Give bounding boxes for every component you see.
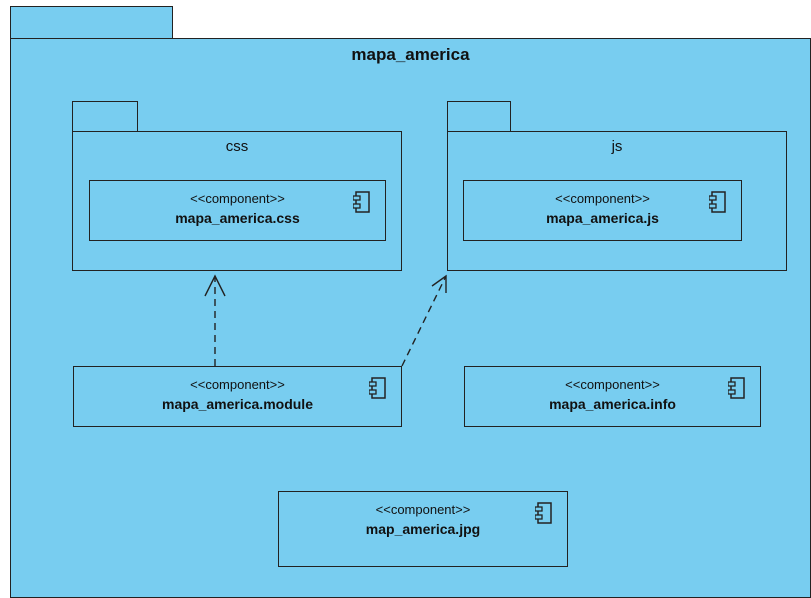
package-tab-js xyxy=(447,101,511,133)
package-css-title: css xyxy=(225,138,249,155)
package-title: mapa_america xyxy=(351,45,470,64)
package-js-title: js xyxy=(611,138,623,155)
component-stereotype: <<component>> xyxy=(190,191,285,206)
component-stereotype: <<component>> xyxy=(555,191,650,206)
component-icon xyxy=(369,377,386,399)
component-stereotype: <<component>> xyxy=(565,377,660,392)
component-stereotype: <<component>> xyxy=(375,502,471,517)
component-stereotype: <<component>> xyxy=(190,377,285,392)
component-icon xyxy=(535,502,552,524)
package-tab-mapa-america xyxy=(10,6,173,40)
component-mapa-america-info[interactable]: <<component>> mapa_america.info xyxy=(464,366,761,427)
component-mapa-america-module[interactable]: <<component>> mapa_america.module xyxy=(73,366,402,427)
component-name: mapa_america.info xyxy=(549,396,676,412)
component-name: mapa_america.module xyxy=(162,396,313,412)
component-icon xyxy=(353,191,370,213)
component-map-america-jpg[interactable]: <<component>> map_america.jpg xyxy=(278,491,568,567)
component-mapa-america-css[interactable]: <<component>> mapa_america.css xyxy=(89,180,386,241)
component-icon xyxy=(709,191,726,213)
component-icon xyxy=(728,377,745,399)
component-mapa-america-js[interactable]: <<component>> mapa_america.js xyxy=(463,180,742,241)
package-tab-css xyxy=(72,101,138,133)
component-name: map_america.jpg xyxy=(365,521,481,537)
component-name: mapa_america.css xyxy=(175,210,300,226)
component-name: mapa_america.js xyxy=(546,210,659,226)
